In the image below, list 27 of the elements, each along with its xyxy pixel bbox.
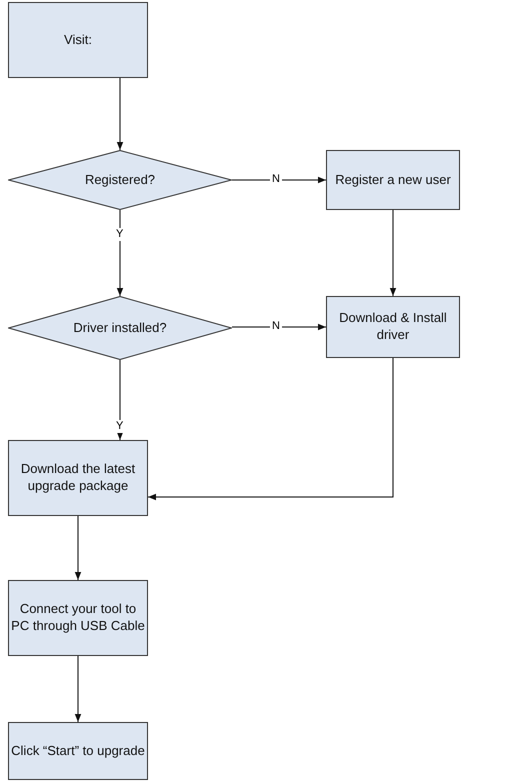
arrow — [148, 358, 394, 500]
node-text: Registered? — [84, 172, 156, 188]
node-text: Register a new user — [335, 172, 451, 188]
edge-label: Y — [114, 420, 126, 433]
node-text: Driver installed? — [73, 320, 167, 336]
arrow — [74, 516, 82, 580]
arrow — [116, 360, 124, 440]
node-text: Download & Install driver — [338, 310, 448, 344]
edge-label: Y — [114, 228, 126, 241]
node-text: Download the latest upgrade package — [20, 461, 136, 495]
process-box — [8, 440, 148, 516]
process-box — [326, 150, 460, 210]
process-box — [8, 2, 148, 78]
decision-diamond — [8, 150, 232, 210]
process-box — [326, 296, 460, 358]
arrow — [116, 210, 124, 296]
node-text: Visit: — [64, 32, 92, 48]
node-text: Connect your tool to PC through USB Cable — [11, 601, 145, 635]
process-box — [8, 722, 148, 780]
decision-diamond — [8, 296, 232, 360]
arrow — [116, 78, 124, 150]
arrow — [232, 176, 326, 184]
arrow — [390, 210, 396, 296]
arrow — [232, 324, 326, 330]
node-text: Click “Start” to upgrade — [11, 742, 145, 760]
arrow — [74, 656, 82, 722]
process-box — [8, 580, 148, 656]
